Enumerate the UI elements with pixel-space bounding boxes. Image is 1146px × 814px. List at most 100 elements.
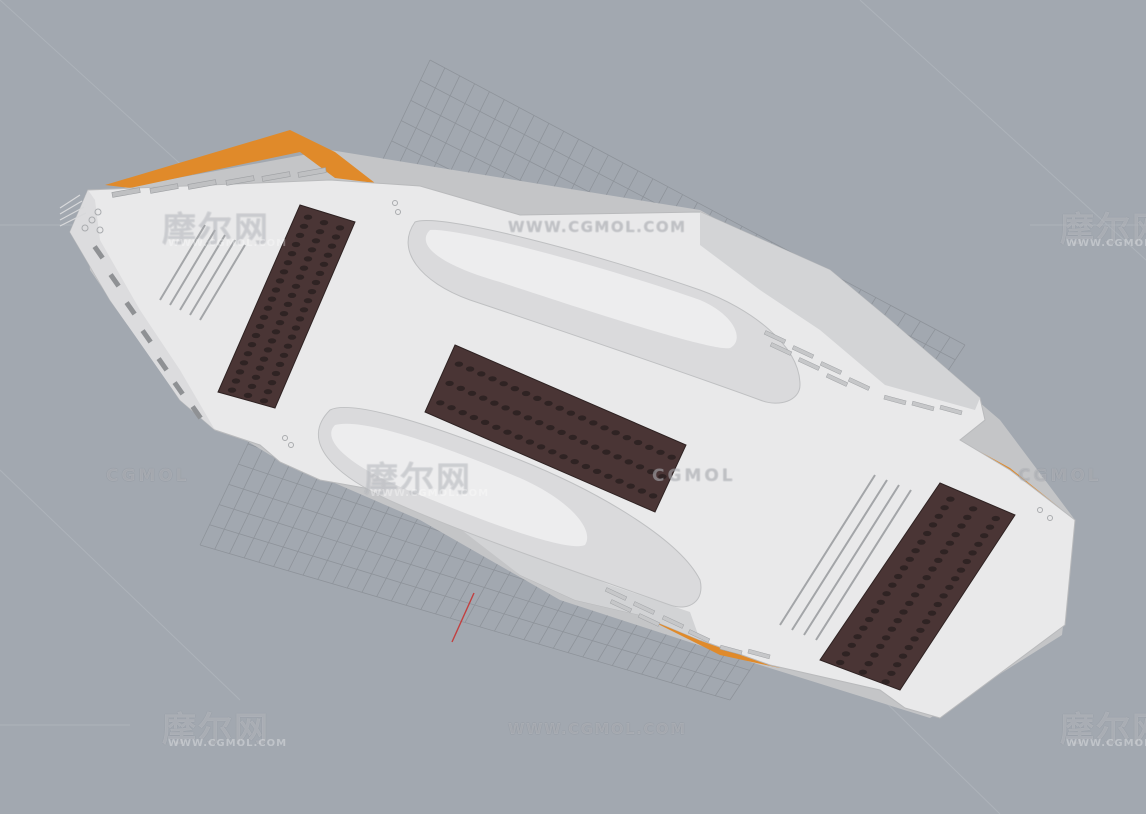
seat <box>951 532 960 538</box>
seat <box>488 376 497 382</box>
seat <box>905 600 914 607</box>
seat <box>546 425 555 431</box>
seat <box>934 557 943 564</box>
seat <box>458 410 467 416</box>
seat <box>911 548 920 554</box>
vent-group-left-edge <box>92 245 203 420</box>
seat <box>881 635 891 641</box>
seat <box>239 360 249 366</box>
seat <box>327 243 337 249</box>
seat <box>477 371 486 377</box>
ribbed-panel-right <box>779 474 912 641</box>
seat <box>319 220 329 226</box>
seat <box>514 434 523 440</box>
seat <box>934 513 943 519</box>
seat <box>637 488 647 494</box>
seat <box>311 238 321 244</box>
seat <box>647 469 656 475</box>
seat <box>962 558 971 565</box>
seat <box>928 566 937 572</box>
seat <box>501 405 510 411</box>
seat <box>295 232 305 238</box>
watermark-brand: CGMOL <box>1018 466 1102 486</box>
seat <box>251 332 261 339</box>
seat <box>899 565 909 571</box>
seat <box>841 651 851 657</box>
seat <box>319 261 329 267</box>
seat <box>303 298 313 304</box>
seat <box>323 252 333 258</box>
seat <box>447 405 456 411</box>
seat <box>456 385 465 391</box>
seat <box>287 334 297 340</box>
seat <box>544 400 553 406</box>
seat <box>263 389 273 395</box>
seat <box>916 583 926 589</box>
seat <box>923 530 932 537</box>
seat <box>267 338 277 344</box>
seat <box>535 420 544 426</box>
watermark-url: WWW.CGMOL.COM <box>508 720 687 738</box>
watermark-logo-sub: WWW.CGMOL.COM <box>1066 738 1146 749</box>
watermark-logo-sub: WWW.CGMOL.COM <box>168 238 288 249</box>
seat <box>283 343 293 349</box>
seat <box>263 347 273 353</box>
seat <box>968 506 978 512</box>
watermark-logo-sub: WWW.CGMOL.COM <box>168 738 288 749</box>
seat <box>940 505 949 511</box>
seat <box>271 287 281 293</box>
seat <box>581 463 591 470</box>
seat <box>231 378 241 384</box>
seat <box>271 329 281 335</box>
watermark-logo: 摩尔网 <box>162 210 270 250</box>
seat <box>559 454 568 460</box>
seat <box>465 366 475 372</box>
seat <box>887 626 897 632</box>
watermark-brand: CGMOL <box>652 466 736 486</box>
seat <box>910 636 919 642</box>
seat <box>259 314 269 320</box>
seat <box>613 454 622 460</box>
seat <box>963 514 972 521</box>
seat <box>836 659 845 666</box>
grid-line <box>219 504 750 671</box>
seat <box>870 652 879 658</box>
seat <box>555 405 564 411</box>
seat <box>917 539 926 545</box>
seat <box>985 524 995 530</box>
seat <box>243 392 253 398</box>
seat <box>910 592 920 598</box>
seat <box>247 342 257 348</box>
seat <box>263 305 273 311</box>
seat <box>648 493 658 499</box>
seat <box>247 383 257 389</box>
seat <box>591 444 600 450</box>
seat <box>303 214 313 220</box>
seat <box>656 449 665 455</box>
seat <box>865 616 874 623</box>
watermark-logo: 摩尔网 <box>1060 710 1146 750</box>
seat <box>279 311 289 317</box>
seat <box>287 292 297 298</box>
seat <box>858 669 868 675</box>
seat <box>592 468 602 474</box>
seat <box>259 398 269 404</box>
seat <box>335 225 345 231</box>
seat <box>956 567 966 573</box>
seat <box>667 454 676 460</box>
seat <box>611 430 620 436</box>
seat <box>255 365 265 371</box>
seat <box>510 386 520 392</box>
hull-nose-left <box>70 190 215 430</box>
seat <box>283 301 293 307</box>
seat <box>548 449 557 455</box>
seat <box>577 415 587 421</box>
vent-group-lower <box>604 587 771 660</box>
seat <box>633 439 643 446</box>
seat <box>933 601 942 608</box>
seat <box>922 575 931 581</box>
seat <box>287 251 297 257</box>
seat <box>533 395 542 401</box>
